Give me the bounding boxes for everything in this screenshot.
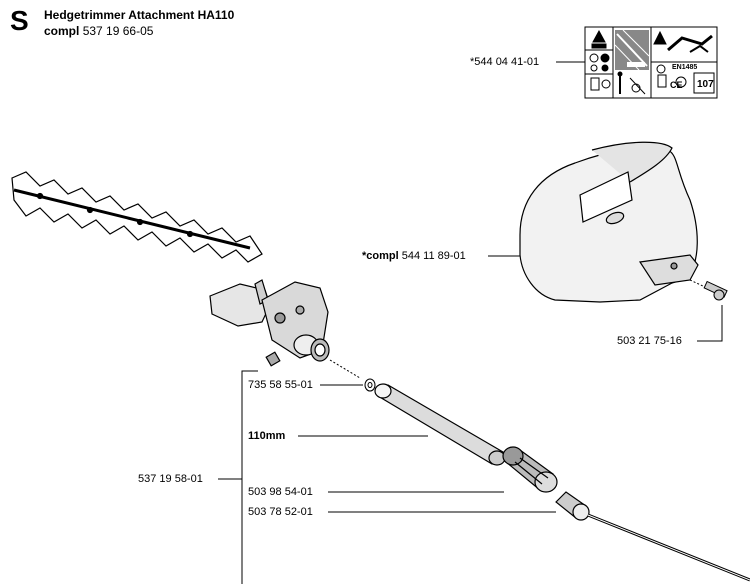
blade-guard [519,141,699,303]
label-group: 537 19 58-01 [138,473,203,485]
shaft-tube [374,383,506,466]
compl-number: 537 19 66-05 [82,24,154,38]
decal-ce-mark: CE [670,80,683,90]
decal-db-value: 107 [697,79,714,90]
label-screw: 503 21 75-16 [617,335,682,347]
label-decal: *544 04 41-01 [470,56,540,68]
screw [689,279,728,301]
warning-decal [584,26,718,99]
guard-compl-word: *compl [362,250,399,262]
label-bushing: 503 98 54-01 [248,486,313,498]
label-sleeve: 503 78 52-01 [248,506,313,518]
assembly-number: compl 537 19 66-05 [44,24,153,38]
sleeve [555,491,590,521]
hedgetrimmer-bar [11,171,263,263]
label-guard: *compl 544 11 89-01 [362,250,466,263]
guard-number: 544 11 89-01 [401,250,466,262]
bushing [502,446,558,493]
label-tube-length: 110mm [248,430,286,442]
leader-screw [697,305,723,342]
group-bracket [241,370,258,584]
gearbox [209,279,330,367]
washer [329,359,376,392]
section-letter: S [10,5,29,36]
decal-standard: EN1485 [672,64,698,71]
compl-word: compl [44,24,80,38]
label-washer: 735 58 55-01 [248,379,313,391]
page-title: Hedgetrimmer Attachment HA110 [44,8,235,22]
